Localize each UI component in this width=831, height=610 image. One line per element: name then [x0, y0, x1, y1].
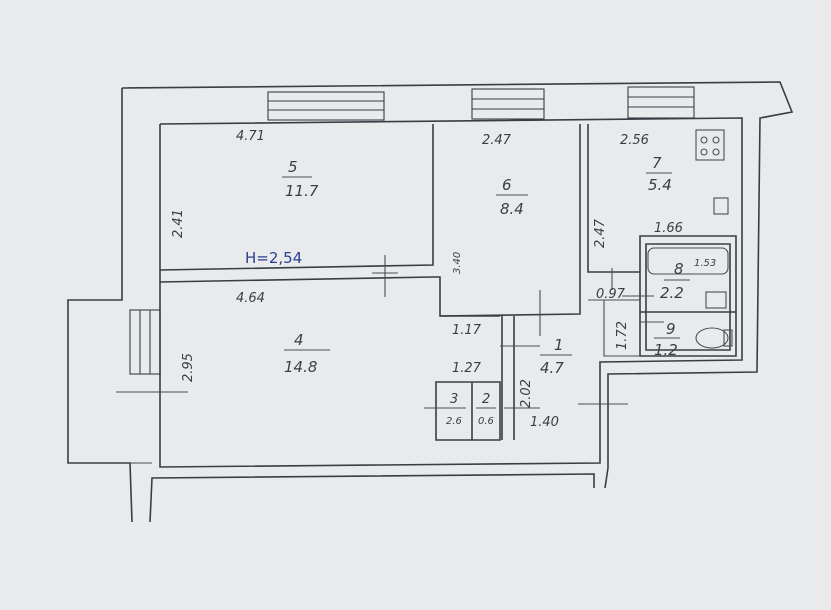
sink-icon [713, 197, 729, 215]
room-5-area: 11.7 [285, 182, 319, 200]
wc-number: 9 [666, 320, 676, 338]
room-3-area: 2.6 [446, 416, 462, 427]
room-5-width: 4.71 [236, 129, 265, 144]
room-1-number: 1 [554, 336, 564, 354]
room-6-width: 2.47 [482, 133, 512, 148]
outer-walls [67, 81, 794, 523]
closet-width: 1.27 [452, 361, 482, 376]
bath-extra: 1.53 [694, 258, 716, 269]
room-4-area: 14.8 [284, 358, 317, 376]
room-2-area: 0.6 [478, 416, 494, 427]
room-4-number: 4 [294, 331, 304, 349]
room-7-width: 2.56 [620, 133, 649, 148]
room-6-depth: 3.40 [452, 252, 463, 274]
bath-number: 8 [674, 260, 684, 278]
room-7-depth: 2.47 [593, 218, 608, 248]
room-7-area: 5.4 [648, 176, 672, 194]
room-5-depth: 2.41 [171, 209, 186, 238]
wc-depth: 1.72 [615, 321, 630, 350]
room-6-area: 8.4 [500, 200, 524, 218]
room-3-number: 3 [450, 392, 458, 407]
toilet-icon [695, 327, 729, 349]
corridor-width: 1.17 [452, 323, 482, 338]
bath-area: 2.2 [660, 284, 684, 302]
room-1-area: 4.7 [540, 359, 564, 377]
door-marks [116, 255, 664, 409]
room-5-number: 5 [288, 158, 298, 176]
interior-walls [159, 124, 737, 441]
fixtures [647, 129, 733, 349]
room-1-width: 1.40 [530, 415, 559, 430]
bath-depth: 0.97 [596, 287, 626, 302]
room-7-number: 7 [652, 154, 662, 172]
stove-icon [695, 129, 725, 161]
room-6-number: 6 [502, 176, 512, 194]
room-4-width: 4.64 [236, 291, 265, 306]
labels: 4.71 5 11.7 2.41 H=2,54 2.47 6 8.4 3.40 … [171, 129, 716, 430]
wc-area: 1.2 [654, 341, 678, 359]
washbasin-icon [705, 291, 727, 309]
ceiling-height: H=2,54 [245, 249, 302, 267]
bath-width: 1.66 [654, 221, 683, 236]
room-2-number: 2 [482, 392, 490, 407]
bathtub-icon [647, 247, 729, 275]
windows [129, 86, 695, 375]
room-1-depth: 2.02 [519, 379, 534, 408]
room-4-depth: 2.95 [181, 353, 196, 382]
